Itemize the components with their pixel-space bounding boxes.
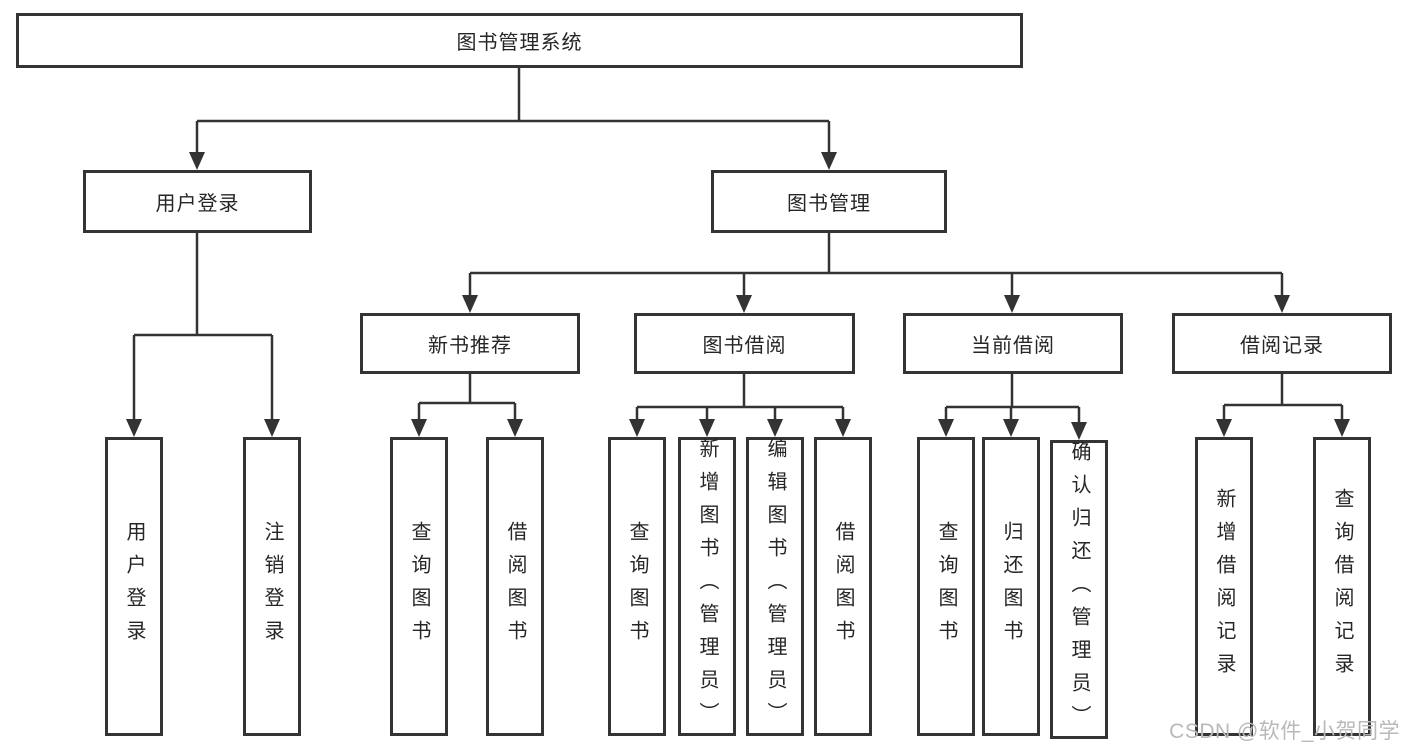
connector-root-to-level2 xyxy=(195,68,831,153)
node-label: 图书借阅 xyxy=(702,335,787,357)
node-user-login-branch: 用户登录 xyxy=(83,170,312,233)
leaf-bb-query-books: 查询图书 xyxy=(608,437,666,736)
node-label: 用户登录 xyxy=(155,193,240,215)
leaf-label: 确认归还（管理员） xyxy=(1068,441,1090,738)
leaf-nb-borrow-books: 借阅图书 xyxy=(486,437,544,736)
arrowheads-currentborrow-leaves xyxy=(938,419,1087,440)
connector-bookborrow-to-leaves xyxy=(635,374,845,420)
leaf-label: 查询借阅记录 xyxy=(1331,487,1353,686)
node-new-book-recommend: 新书推荐 xyxy=(360,313,580,374)
connector-newbooks-to-leaves xyxy=(417,374,517,420)
node-book-borrowing: 图书借阅 xyxy=(634,313,855,374)
arrowheads-level2 xyxy=(189,152,837,170)
leaf-bb-edit-books-admin: 编辑图书（管理员） xyxy=(746,437,804,736)
node-label: 图书管理系统 xyxy=(456,32,583,54)
node-book-management: 图书管理 xyxy=(711,170,947,233)
node-label: 当前借阅 xyxy=(971,335,1055,357)
leaf-nb-query-books: 查询图书 xyxy=(390,437,448,736)
leaf-label: 注销登录 xyxy=(261,520,283,653)
connector-bookmgmt-to-level3 xyxy=(468,233,1284,296)
arrowheads-level3 xyxy=(462,295,1290,313)
leaf-label: 归还图书 xyxy=(1000,520,1022,653)
leaf-bb-borrow-books: 借阅图书 xyxy=(814,437,872,736)
node-borrowing-records: 借阅记录 xyxy=(1172,313,1392,374)
watermark: CSDN @软件_小贺同学 xyxy=(1169,720,1400,743)
arrowheads-bookborrow-leaves xyxy=(629,419,851,437)
leaf-label: 查询图书 xyxy=(626,520,648,653)
connector-records-to-leaves xyxy=(1222,374,1344,420)
leaf-cb-confirm-return-admin: 确认归还（管理员） xyxy=(1050,440,1108,739)
leaf-logout: 注销登录 xyxy=(243,437,301,736)
node-label: 图书管理 xyxy=(787,193,871,215)
leaf-label: 编辑图书（管理员） xyxy=(764,438,786,735)
leaf-label: 新增图书（管理员） xyxy=(696,438,718,735)
connector-currentborrow-to-leaves xyxy=(944,374,1081,422)
leaf-label: 查询图书 xyxy=(408,520,430,653)
leaf-br-add-record: 新增借阅记录 xyxy=(1195,437,1253,736)
node-label: 借阅记录 xyxy=(1240,335,1324,357)
leaf-label: 查询图书 xyxy=(935,520,957,653)
leaf-label: 借阅图书 xyxy=(832,520,854,653)
leaf-bb-add-books-admin: 新增图书（管理员） xyxy=(678,437,736,736)
arrowheads-userlogin-leaves xyxy=(126,419,280,437)
leaf-cb-query-books: 查询图书 xyxy=(917,437,975,736)
leaf-label: 借阅图书 xyxy=(504,520,526,653)
arrowheads-records-leaves xyxy=(1216,419,1350,437)
leaf-br-query-record: 查询借阅记录 xyxy=(1313,437,1371,736)
leaf-cb-return-books: 归还图书 xyxy=(982,437,1040,736)
node-current-borrowing: 当前借阅 xyxy=(903,313,1123,374)
node-label: 新书推荐 xyxy=(428,335,512,357)
connector-userlogin-to-leaves xyxy=(132,233,274,420)
leaf-label: 用户登录 xyxy=(123,520,145,653)
leaf-user-login: 用户登录 xyxy=(105,437,163,736)
leaf-label: 新增借阅记录 xyxy=(1213,487,1235,686)
arrowheads-newbooks-leaves xyxy=(411,419,523,437)
node-root: 图书管理系统 xyxy=(16,13,1023,68)
